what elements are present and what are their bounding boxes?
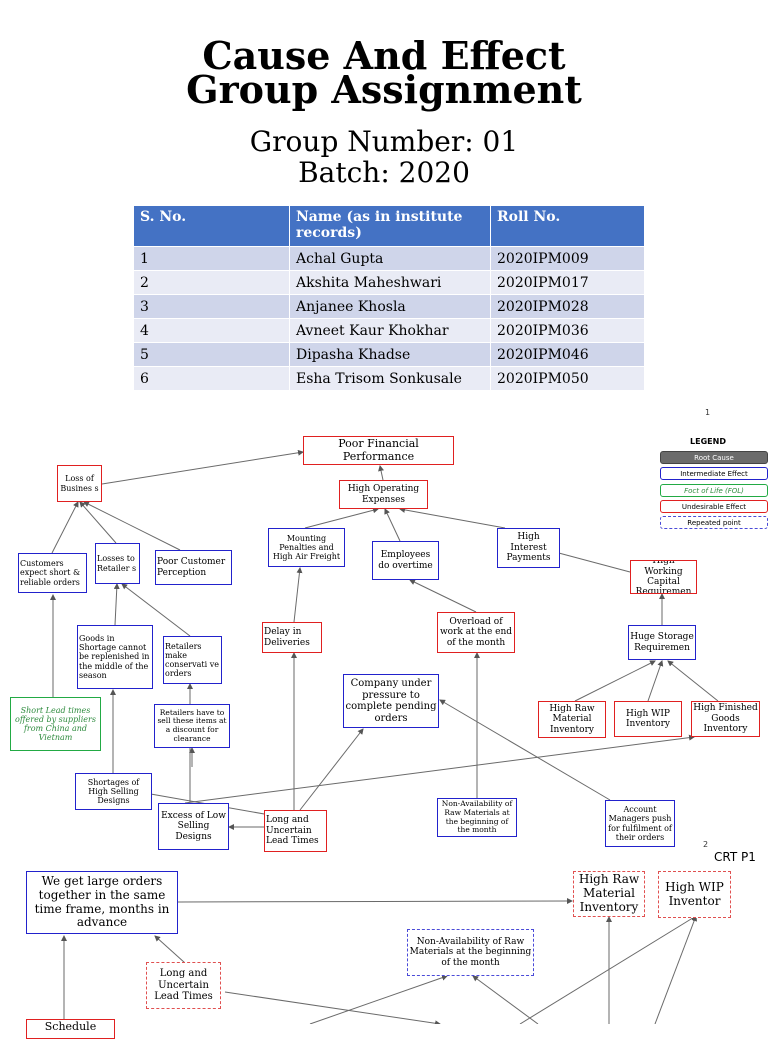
node-delay-in-deliveries: Delay in Deliveries: [262, 622, 322, 653]
node-high-raw-material-2: High Raw Material Inventory: [573, 871, 645, 917]
legend-root-cause: Root Cause: [660, 451, 768, 464]
member-table: S. No. Name (as in institute records) Ro…: [133, 205, 645, 391]
node-long-uncertain-lead-times: Long and Uncertain Lead Times: [264, 810, 327, 852]
node-huge-storage: Huge Storage Requiremen: [628, 625, 696, 660]
table-cell: Dipasha Khadse: [289, 342, 491, 367]
table-cell: Achal Gupta: [289, 246, 491, 271]
node-loss-of-business: Loss of Busines s: [57, 465, 102, 502]
title-line-1: Cause And Effect: [202, 33, 566, 78]
table-cell: Esha Trisom Sonkusale: [289, 366, 491, 391]
table-cell: 2020IPM050: [490, 366, 645, 391]
table-cell: 6: [133, 366, 290, 391]
group-number: Group Number: 01: [249, 125, 519, 158]
table-cell: 1: [133, 246, 290, 271]
table-header-row: S. No. Name (as in institute records) Ro…: [133, 205, 645, 247]
node-large-orders: We get large orders together in the same…: [26, 871, 178, 934]
table-cell: 3: [133, 294, 290, 319]
table-row: 4 Avneet Kaur Khokhar 2020IPM036: [133, 318, 645, 343]
node-high-finished-goods: High Finished Goods Inventory: [691, 701, 760, 737]
node-retailers-sell-discount: Retailers have to sell these items at a …: [154, 704, 230, 748]
node-account-managers: Account Managers push for fulfilment of …: [605, 800, 675, 847]
legend-fact-of-life: Foct of Life (FOL): [660, 484, 768, 497]
table-cell: Akshita Maheshwari: [289, 270, 491, 295]
node-shortages-high-selling: Shortages of High Selling Designs: [75, 773, 152, 810]
legend-undesirable-effect: Undesirable Effect: [660, 500, 768, 513]
node-high-wip-2: High WIP Inventor: [658, 871, 731, 918]
crt-label: CRT P1: [714, 850, 756, 864]
node-high-operating-expenses: High Operating Expenses: [339, 480, 428, 509]
page-number: 1: [705, 408, 711, 417]
node-overload-of-work: Overload of work at the end of the month: [437, 612, 515, 653]
node-non-availability-raw: Non-Availability of Raw Materials at the…: [437, 798, 517, 837]
table-cell: 2020IPM009: [490, 246, 645, 271]
table-cell: 2020IPM028: [490, 294, 645, 319]
column-header: Name (as in institute records): [289, 205, 491, 247]
node-high-raw-material: High Raw Material Inventory: [538, 701, 606, 738]
node-retailers-conservative: Retailers make conservati ve orders: [163, 636, 222, 684]
legend-repeated-point: Repeated point: [660, 516, 768, 529]
table-cell: 2020IPM017: [490, 270, 645, 295]
node-non-availability-raw-2: Non-Availability of Raw Materials at the…: [407, 929, 534, 976]
table-cell: 4: [133, 318, 290, 343]
node-long-uncertain-lead-times-2: Long and Uncertain Lead Times: [146, 962, 221, 1009]
column-header: Roll No.: [490, 205, 645, 247]
page-number: 2: [703, 840, 709, 849]
table-cell: 2020IPM046: [490, 342, 645, 367]
node-excess-low-selling: Excess of Low Selling Designs: [158, 803, 229, 850]
table-row: 1 Achal Gupta 2020IPM009: [133, 246, 645, 271]
node-schedule: Schedule: [26, 1019, 115, 1039]
node-employees-overtime: Employees do overtime: [372, 541, 439, 580]
table-row: 5 Dipasha Khadse 2020IPM046: [133, 342, 645, 367]
node-company-under-pressure: Company under pressure to complete pendi…: [343, 674, 439, 728]
node-high-interest-payments: High Interest Payments: [497, 528, 560, 568]
title-line-2: Group Assignment: [186, 67, 582, 112]
node-short-lead-times: Short Lead times offered by suppliers fr…: [10, 697, 101, 751]
table-row: 6 Esha Trisom Sonkusale 2020IPM050: [133, 366, 645, 391]
legend-intermediate-effect: Intermediate Effect: [660, 467, 768, 480]
table-row: 3 Anjanee Khosla 2020IPM028: [133, 294, 645, 319]
node-goods-in-shortage: Goods in Shortage cannot be replenished …: [77, 625, 153, 689]
node-mounting-penalties: Mounting Penalties and High Air Freight: [268, 528, 345, 567]
table-cell: 2020IPM036: [490, 318, 645, 343]
node-high-wip: High WIP Inventory: [614, 701, 682, 737]
batch: Batch: 2020: [298, 156, 470, 189]
column-header: S. No.: [133, 205, 290, 247]
node-losses-to-retailers: Losses to Retailer s: [95, 543, 140, 584]
legend-title: LEGEND: [690, 437, 726, 446]
node-poor-financial-performance: Poor Financial Performance: [303, 436, 454, 465]
node-high-working-capital: High Working Capital Requiremen: [630, 560, 697, 594]
node-customers-expect: Customers expect short & reliable orders: [18, 553, 87, 593]
node-poor-customer-perception: Poor Customer Perception: [155, 550, 232, 585]
